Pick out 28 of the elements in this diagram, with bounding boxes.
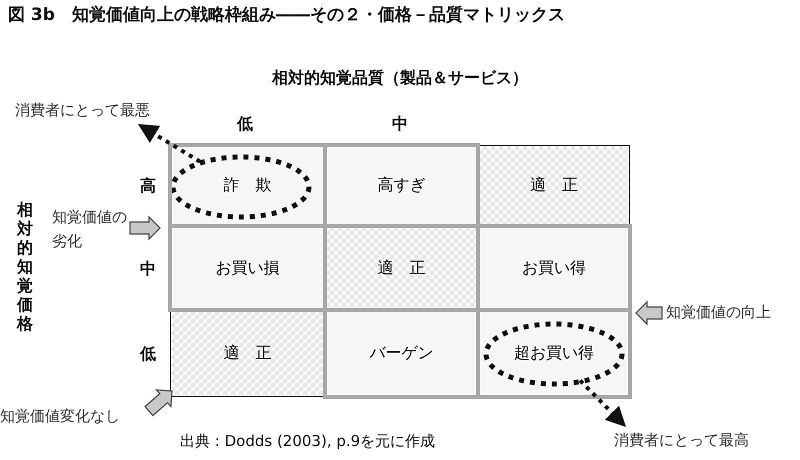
annotation-text: 消費者にとって最悪 — [15, 101, 150, 120]
block-arrow — [144, 389, 173, 416]
column-header: 低 — [237, 114, 253, 135]
matrix-cell: 詐 欺 — [170, 145, 325, 226]
matrix-cell: 適 正 — [170, 310, 325, 397]
matrix-cell: 適 正 — [478, 145, 630, 226]
annotation-text: 消費者にとって最高 — [614, 431, 749, 450]
row-header: 高 — [140, 176, 156, 197]
source-note: 出典 : Dodds (2003), p.9を元に作成 — [180, 432, 436, 451]
annotation-text: 知覚価値の向上 — [666, 303, 771, 322]
matrix-cell: 適 正 — [325, 226, 478, 310]
dotted-arrow — [578, 379, 626, 427]
axis-title: 相対的知覚品質（製品＆サービス） — [272, 68, 528, 89]
annotation-text: 知覚価値の劣化 — [52, 205, 128, 253]
block-arrow — [129, 216, 161, 240]
matrix-cell: 高すぎ — [325, 145, 478, 226]
matrix-cell: お買い損 — [170, 226, 325, 310]
matrix-cell: 超お買い得 — [478, 310, 630, 397]
matrix-cell: お買い得 — [478, 226, 630, 310]
title: 図 3b 知覚価値向上の戦略枠組み――その２・価格－品質マトリックス — [8, 4, 565, 26]
matrix-cell: バーゲン — [325, 310, 478, 397]
column-header: 中 — [392, 114, 408, 135]
row-header: 中 — [140, 259, 156, 280]
row-header: 低 — [140, 344, 156, 365]
annotation-text: 知覚価値変化なし — [0, 407, 120, 426]
axis-title: 相対的知覚価格 — [17, 200, 34, 333]
dotted-arrow — [138, 124, 202, 164]
block-arrow — [635, 300, 663, 326]
